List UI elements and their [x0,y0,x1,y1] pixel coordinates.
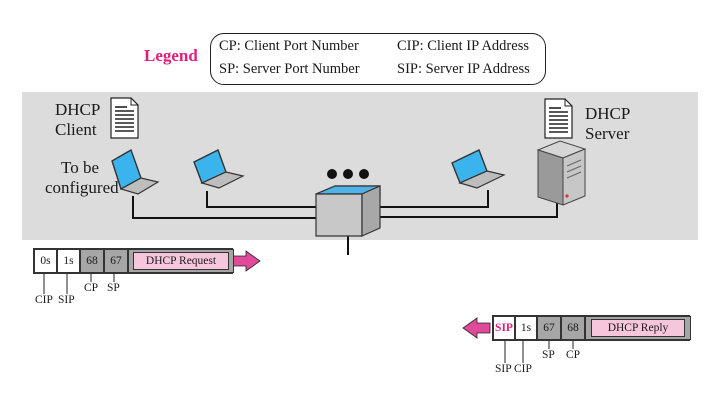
reply-sp-field: 67 [537,316,561,340]
client-title: DHCP Client [55,100,100,140]
legend-box: CP: Client Port Number CIP: Client IP Ad… [210,33,546,85]
request-sip-label: SIP [58,294,75,306]
request-cp-label: CP [84,282,99,294]
reply-sip-label: SIP [495,363,512,375]
request-sp-field: 67 [104,249,128,273]
server-title: DHCP Server [585,104,630,144]
server-tower-icon [536,140,587,206]
reply-packet: SIP 1s 67 68 DHCP Reply [492,315,691,341]
reply-cip-label: CIP [514,363,532,375]
laptop-2-icon [193,149,245,189]
request-cip-label: CIP [35,294,53,306]
request-pointer-lines [43,274,115,294]
request-sip-field: 1s [57,249,80,273]
client-note-line2: configured [45,178,119,197]
reply-sp-label: SP [542,349,555,361]
legend-item-cp: CP: Client Port Number [219,38,359,54]
reply-pointer-lines [504,341,574,363]
legend-item-sip: SIP: Server IP Address [397,61,530,77]
request-cip-field: 0s [34,249,57,273]
request-packet: 0s 1s 68 67 DHCP Request [33,248,234,274]
more-hosts-dots [327,169,369,179]
server-title-line2: Server [585,124,630,143]
request-message-wrap: DHCP Request [128,249,234,273]
request-sp-label: SP [107,282,120,294]
request-message: DHCP Request [133,252,229,270]
request-cp-field: 68 [80,249,104,273]
request-arrow-icon [232,250,261,272]
legend-title: Legend [144,46,198,65]
client-note-line1: To be [61,158,99,177]
reply-cp-field: 68 [561,316,585,340]
client-note: To be configured [45,158,119,198]
client-title-line2: Client [55,120,97,139]
reply-cip-field: 1s [515,316,537,340]
switch-icon [315,185,381,237]
reply-sip-field: SIP [493,316,515,340]
reply-message: DHCP Reply [591,319,685,337]
reply-message-wrap: DHCP Reply [585,316,691,340]
client-laptop-icon [111,148,160,195]
server-document-icon [544,98,573,139]
laptop-3-icon [451,149,506,189]
reply-arrow-icon [462,317,491,339]
legend-item-cip: CIP: Client IP Address [397,38,529,54]
client-document-icon [110,97,139,139]
reply-cp-label: CP [566,349,581,361]
bus-lines [132,190,558,255]
client-title-line1: DHCP [55,100,101,119]
server-title-line1: DHCP [585,104,631,123]
legend-item-sp: SP: Server Port Number [219,61,360,77]
